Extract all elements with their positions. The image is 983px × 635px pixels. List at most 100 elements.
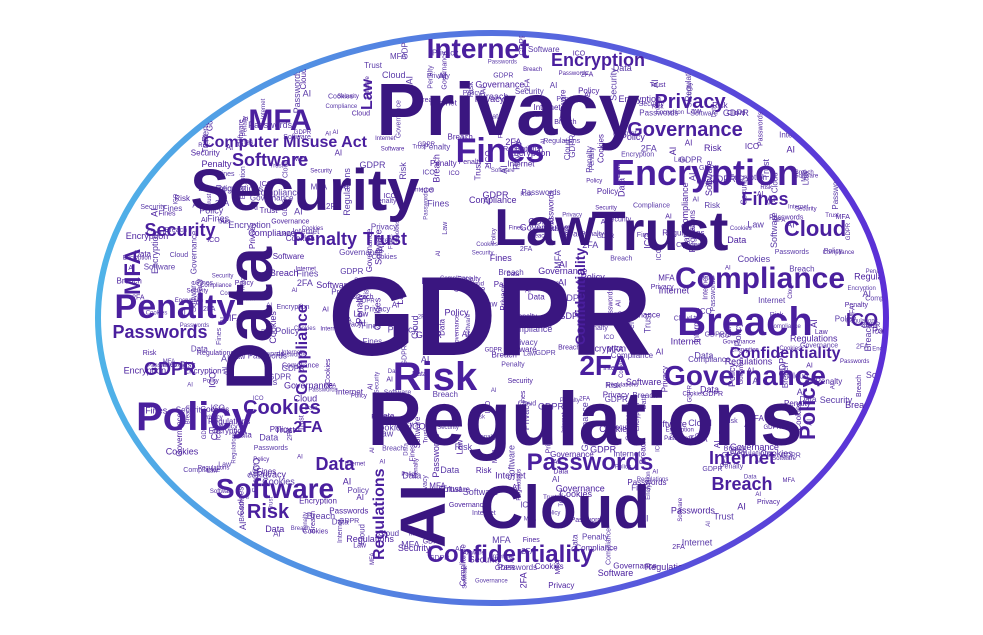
filler-word: Compliance <box>200 283 232 289</box>
filler-word: Internet <box>692 315 701 343</box>
filler-word: Regulations <box>688 210 697 252</box>
filler-word: Breach <box>163 362 185 369</box>
filler-word: AI <box>368 383 375 390</box>
filler-word: Governance <box>284 381 333 391</box>
filler-word: GDPR <box>483 190 510 200</box>
filler-word: GDPR <box>730 450 748 456</box>
filler-word: Passwords <box>639 109 678 118</box>
word-2fa: 2FA <box>579 350 630 381</box>
filler-word: GDPR <box>629 230 636 250</box>
filler-word: Breach <box>239 499 246 521</box>
filler-word: Trust <box>701 276 715 282</box>
filler-word: AI <box>149 208 159 217</box>
filler-word: Breach <box>789 265 814 274</box>
filler-word: Encryption <box>635 403 641 431</box>
filler-word: AI <box>650 79 660 88</box>
filler-word: Penalty <box>303 512 309 532</box>
filler-word: Security <box>176 406 205 415</box>
filler-word: ICO <box>604 335 615 341</box>
filler-word: Cloud <box>518 401 536 408</box>
filler-word: Law <box>442 221 449 235</box>
filler-word: Breach <box>856 375 863 397</box>
filler-word: Penalty <box>355 293 365 324</box>
filler-word: Privacy <box>422 475 429 498</box>
filler-word: Passwords <box>664 436 693 442</box>
filler-word: Software <box>795 173 819 179</box>
oval-border <box>95 30 889 606</box>
filler-word: AI <box>298 305 304 311</box>
filler-word: Data <box>800 395 817 404</box>
filler-word: Governance <box>190 230 199 274</box>
filler-word: Penalty <box>501 362 525 369</box>
filler-word: Internet <box>414 188 435 194</box>
filler-word: Encryption <box>508 148 551 158</box>
filler-word: Software <box>626 377 662 387</box>
filler-word: Internet <box>562 412 568 433</box>
filler-word: Passwords <box>840 359 869 365</box>
filler-word: Fines <box>207 214 230 224</box>
filler-word: Breach <box>795 170 814 176</box>
filler-word: Governance <box>613 562 657 571</box>
filler-word: Breach <box>165 227 187 234</box>
filler-word: Governance <box>365 228 374 272</box>
filler-word: Internet <box>490 553 514 560</box>
filler-word: GDPR <box>723 108 750 118</box>
filler-word: AI <box>786 220 795 230</box>
filler-word: Breach <box>448 133 473 142</box>
filler-word: Law <box>395 288 405 305</box>
filler-word: Penalty <box>582 533 609 542</box>
filler-word: 2FA <box>326 202 341 211</box>
filler-word: AI <box>807 419 814 426</box>
filler-word: Privacy <box>475 94 505 104</box>
filler-word: AI <box>220 317 227 324</box>
filler-word: Policy <box>615 465 631 471</box>
filler-word: Cookies <box>683 391 705 397</box>
filler-word: AI <box>266 303 272 309</box>
filler-word: Internet <box>409 531 430 537</box>
word-regulations-vertical: Regulations <box>371 468 388 560</box>
filler-word: Data <box>332 517 349 526</box>
filler-word: Fines <box>236 140 254 147</box>
word-data-small: Data <box>315 454 355 474</box>
filler-word: Cookies <box>599 424 632 434</box>
word-governance-top: Governance <box>627 119 743 141</box>
filler-word: Security <box>472 250 494 256</box>
filler-word: Software <box>354 278 378 284</box>
filler-word: AI <box>303 89 312 99</box>
word-governance: Governance <box>664 360 826 391</box>
filler-word: Passwords <box>147 363 176 369</box>
filler-word: Law <box>232 354 246 361</box>
filler-word: Fines <box>563 225 572 245</box>
filler-word: Penalty <box>816 377 843 386</box>
filler-word: AI <box>615 300 622 307</box>
filler-word: Governance <box>250 193 294 202</box>
filler-word: Trust <box>761 159 771 180</box>
filler-word: Internet <box>671 337 702 347</box>
filler-word: AI <box>688 172 698 181</box>
filler-word: Breach <box>431 154 441 183</box>
filler-word: Breach <box>863 323 873 352</box>
filler-word: AI <box>461 137 468 144</box>
filler-word: Risk <box>712 101 729 110</box>
filler-word: Cloud <box>146 228 170 238</box>
word-security-small: Security <box>144 220 215 240</box>
filler-word: 2FA <box>672 544 685 551</box>
filler-word: Security <box>437 425 459 431</box>
filler-word: AI <box>220 219 227 226</box>
filler-word: 2FA <box>203 306 216 313</box>
filler-word: Internet <box>345 462 366 468</box>
filler-word: AI <box>725 266 731 272</box>
filler-word: Penalty <box>414 458 420 478</box>
filler-word: Security <box>337 94 359 100</box>
filler-word: Risk <box>605 381 622 390</box>
filler-word: Breach <box>554 119 576 126</box>
filler-word: GDPR <box>495 565 515 572</box>
filler-word: MFA <box>311 182 328 191</box>
filler-word: AI <box>370 447 376 453</box>
filler-word: GDPR <box>268 373 291 382</box>
word-penalty: Penalty <box>115 288 236 326</box>
filler-word: AI <box>541 138 547 144</box>
filler-word: Fines <box>158 211 176 218</box>
filler-word: MFA <box>224 313 243 323</box>
filler-word: AI <box>192 201 200 210</box>
